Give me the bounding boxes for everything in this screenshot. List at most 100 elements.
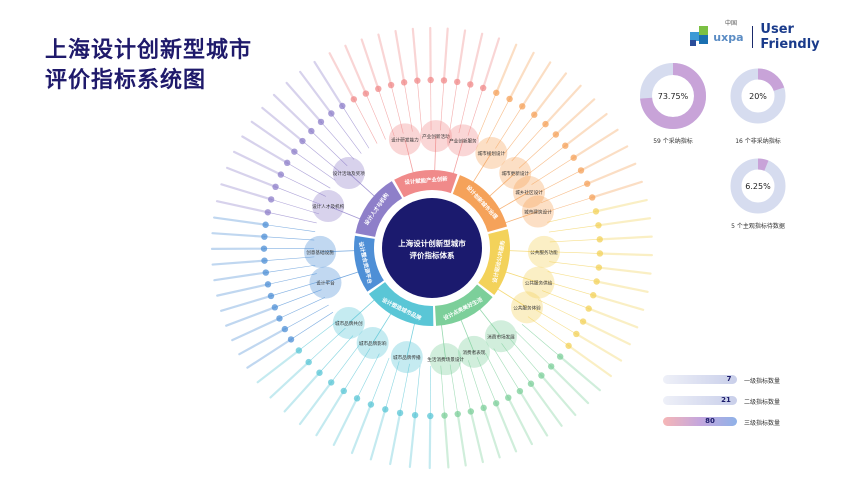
leaf-label-bar <box>595 280 649 293</box>
leaf-dot <box>271 304 279 311</box>
level2-label: 公共服务供给 <box>525 280 553 287</box>
leaf-dot <box>519 103 526 110</box>
leaf-line <box>370 357 390 405</box>
leaf-line <box>501 343 532 384</box>
leaf-dot <box>295 347 303 354</box>
level2-bubble <box>512 176 545 208</box>
level2-label: 消费市场发展 <box>487 333 515 340</box>
level2-link <box>406 321 416 358</box>
level1-segment <box>452 175 507 233</box>
leaf-label-bar <box>220 183 273 201</box>
leaf-label-bar <box>215 200 269 214</box>
level2-link <box>320 250 357 253</box>
level2-link <box>478 307 502 337</box>
leaf-line <box>330 342 362 383</box>
leaf-dot <box>441 412 448 419</box>
leaf-dot <box>531 111 538 118</box>
leaf-label-bar <box>443 414 450 469</box>
leaf-dot <box>340 387 347 395</box>
level2-label: 城市品牌影响 <box>359 340 387 347</box>
leaf-dot <box>595 222 602 229</box>
leaf-label-bar <box>597 266 652 275</box>
leaf-dot <box>556 353 564 360</box>
leaf-label-bar <box>220 294 273 312</box>
leaf-line <box>545 280 594 296</box>
legend-bar-level1 <box>663 375 737 384</box>
leaf-label-bar <box>299 70 333 115</box>
leaf-label-bar <box>495 43 518 94</box>
leaf-label-bar <box>394 29 406 84</box>
leaf-dot <box>328 110 335 117</box>
leaf-line <box>525 145 566 177</box>
leaf-label-bar <box>238 327 286 356</box>
leaf-line <box>449 81 458 132</box>
leaf-label-bar <box>272 93 313 133</box>
leaf-line <box>549 251 600 254</box>
leaf-label-bar <box>250 120 296 153</box>
level1-segment <box>478 229 511 295</box>
leaf-line <box>308 327 346 363</box>
leaf-line <box>515 330 552 367</box>
leaf-label-bar <box>231 317 281 342</box>
leaf-label-bar <box>225 306 276 327</box>
uxpa-mark-icon <box>690 26 710 48</box>
leaf-dot <box>264 281 272 288</box>
leaf-line <box>486 98 510 144</box>
leaf-line <box>547 271 597 282</box>
donut-non-adopted-label: 16 个非采纳指标 <box>735 138 781 145</box>
leaf-label-bar <box>350 403 373 455</box>
leaf-dot <box>480 404 487 412</box>
leaf-label-bar <box>411 27 419 82</box>
leaf-line <box>302 140 342 174</box>
leaf-dot <box>291 148 298 155</box>
level2-bubble <box>332 306 365 339</box>
leaf-dot <box>267 292 275 300</box>
leaf-dot <box>305 358 312 366</box>
leaf-label-bar <box>428 414 432 470</box>
leaf-label-bar <box>597 217 652 227</box>
leaf-label-bar <box>233 150 282 176</box>
leaf-label-bar <box>344 44 367 95</box>
leaf-label-bar <box>564 112 608 147</box>
leaf-line <box>511 123 546 162</box>
leaf-dot <box>527 380 535 387</box>
leaf-dot <box>387 81 395 89</box>
leaf-label-bar <box>456 29 467 84</box>
leaf-label-bar <box>408 414 417 468</box>
leaf-label-bar <box>216 283 270 297</box>
leaf-label-bar <box>594 198 648 213</box>
level2-bubble <box>388 123 421 156</box>
leaf-line <box>385 361 400 410</box>
legend-bar-level2 <box>663 396 737 405</box>
level1-segment <box>368 282 434 326</box>
leaf-dot <box>316 369 323 376</box>
leaf-label-bar <box>456 412 467 467</box>
level2-bubble <box>446 124 479 157</box>
leaf-dot <box>547 363 555 370</box>
level2-link <box>503 211 539 224</box>
level1-label: 设计赋能产业创新 <box>404 174 448 186</box>
leaf-label-bar <box>591 180 643 199</box>
leaf-dot <box>261 233 268 240</box>
level2-label: 城乡社区设计 <box>515 189 543 196</box>
level2-label: 城市品牌共创 <box>335 320 363 327</box>
leaf-line <box>533 308 577 335</box>
leaf-line <box>331 113 362 154</box>
leaf-dot <box>589 194 596 201</box>
leaf-label-bar <box>587 307 639 329</box>
leaf-label-bar <box>389 411 402 466</box>
leaf-line <box>549 239 600 243</box>
leaf-dot <box>277 171 285 178</box>
leaf-dot <box>573 330 580 338</box>
leaf-dot <box>427 76 434 84</box>
leaf-line <box>343 348 371 392</box>
level2-link <box>440 323 447 360</box>
leaf-dot <box>516 387 524 395</box>
leaf-label-bar <box>521 61 552 108</box>
level2-bubble <box>332 157 365 190</box>
leaf-label-bar <box>213 271 267 282</box>
leaf-line <box>264 256 315 261</box>
title-line-2: 评价指标系统图 <box>45 68 207 93</box>
leaf-dot <box>454 410 461 418</box>
leaf-line <box>458 84 471 134</box>
